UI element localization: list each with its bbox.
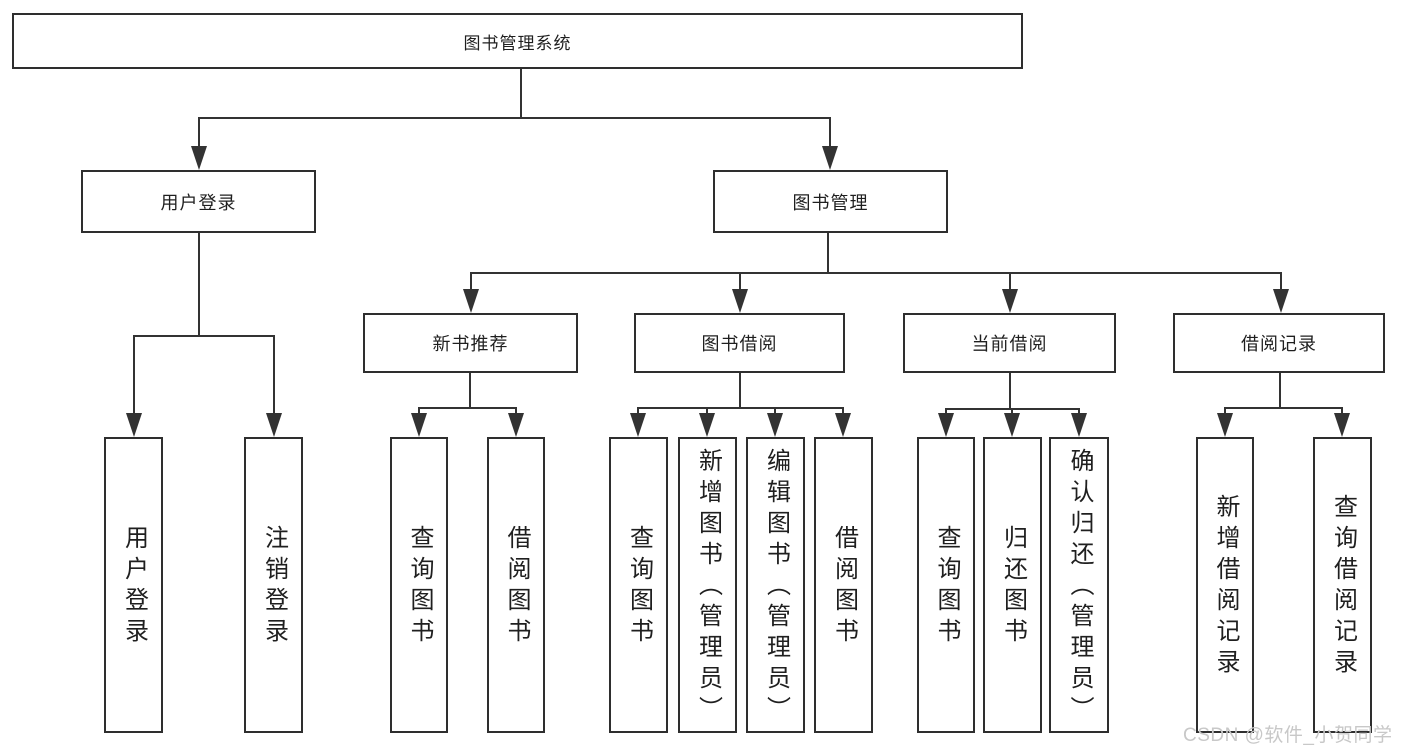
node-book-borrowing: 图书借阅 xyxy=(634,313,845,373)
leaf-add-books-admin: 新增图书（管理员） xyxy=(678,437,737,733)
leaf-confirm-return-admin: 确认归还（管理员） xyxy=(1049,437,1109,733)
node-book-management: 图书管理 xyxy=(713,170,948,233)
leaf-logout: 注销登录 xyxy=(244,437,303,733)
leaf-borrow-books-recommend: 借阅图书 xyxy=(487,437,545,733)
leaf-query-books-current: 查询图书 xyxy=(917,437,975,733)
leaf-edit-books-admin: 编辑图书（管理员） xyxy=(746,437,805,733)
node-user-login: 用户登录 xyxy=(81,170,316,233)
node-current-borrowing: 当前借阅 xyxy=(903,313,1116,373)
leaf-query-books-borrow: 查询图书 xyxy=(609,437,668,733)
leaf-query-books-recommend: 查询图书 xyxy=(390,437,448,733)
leaf-query-borrow-record: 查询借阅记录 xyxy=(1313,437,1372,733)
leaf-user-login: 用户登录 xyxy=(104,437,163,733)
node-new-book-recommendation: 新书推荐 xyxy=(363,313,578,373)
node-library-management-system: 图书管理系统 xyxy=(12,13,1023,69)
leaf-borrow-books: 借阅图书 xyxy=(814,437,873,733)
node-borrowing-records: 借阅记录 xyxy=(1173,313,1385,373)
csdn-watermark: CSDN @软件_小贺同学 xyxy=(1183,725,1393,746)
leaf-add-borrow-record: 新增借阅记录 xyxy=(1196,437,1254,733)
leaf-return-books: 归还图书 xyxy=(983,437,1042,733)
